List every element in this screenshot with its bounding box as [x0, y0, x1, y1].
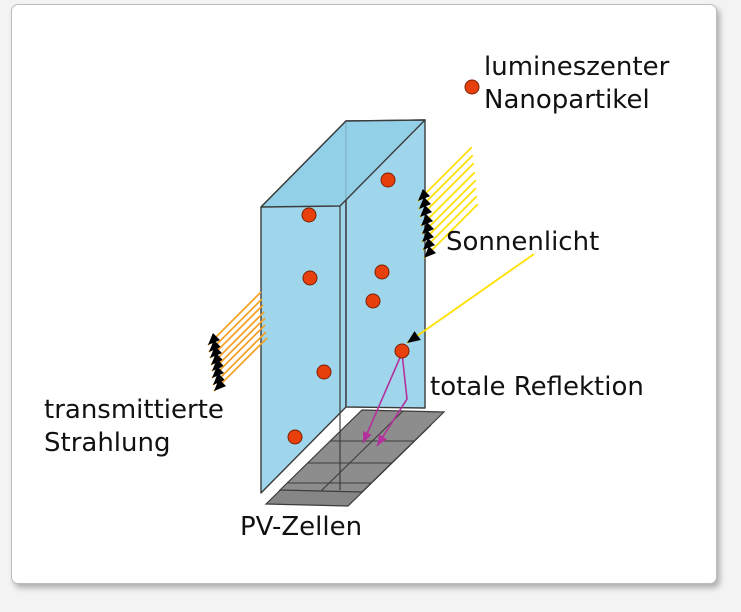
- light-guide-slab: [260, 119, 426, 494]
- total-reflection-arrows: [362, 352, 408, 447]
- label-sunlight: Sonnenlicht: [446, 227, 600, 257]
- label-pv-cells: PV-Zellen: [240, 512, 363, 542]
- label-transmitted-2: Strahlung: [44, 428, 171, 458]
- label-nanoparticle-2: Nanopartikel: [484, 85, 650, 115]
- label-total-reflection: totale Reflektion: [430, 372, 644, 402]
- legend-particle-icon: [464, 79, 480, 95]
- transmitted-rays: [207, 291, 268, 392]
- pv-panel: [264, 409, 446, 507]
- incident-ray: [406, 253, 535, 344]
- label-nanoparticle-1: lumineszenter: [484, 52, 670, 82]
- sunlight-rays: [417, 146, 479, 259]
- nanoparticles: [287, 172, 410, 445]
- label-transmitted-1: transmittierte: [44, 395, 224, 425]
